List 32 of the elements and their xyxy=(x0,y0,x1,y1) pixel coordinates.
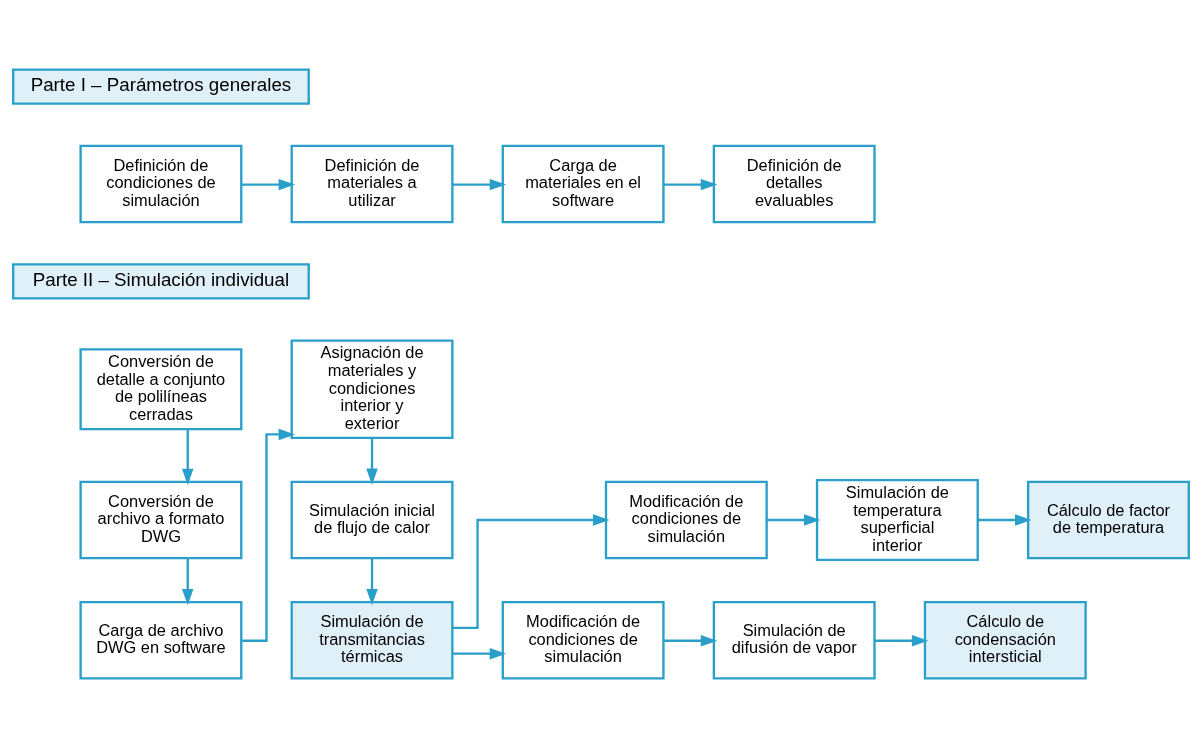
arrow xyxy=(181,558,194,606)
node-box: Carga de archivo DWG en software xyxy=(79,600,243,680)
arrow xyxy=(452,514,610,630)
node-box: Definición de detalles evaluables xyxy=(712,144,876,224)
node-box: Asignación de materiales y condiciones interior y exterior xyxy=(290,339,454,440)
node-box: Parte II – Simulación individual xyxy=(12,263,310,300)
arrow xyxy=(366,558,378,606)
arrow xyxy=(663,178,718,191)
arrow xyxy=(663,635,718,647)
node-box: Simulación de difusión de vapor xyxy=(712,600,876,680)
node-box: Cálculo de factor de temperatura xyxy=(1026,480,1190,560)
node-box: Simulación inicial de flujo de calor xyxy=(290,480,454,560)
arrow xyxy=(874,635,929,647)
node-box: Cálculo de condensación intersticial xyxy=(923,600,1087,680)
arrow xyxy=(766,514,821,526)
arrow xyxy=(181,429,194,486)
arrow xyxy=(452,178,507,191)
node-box: Simulación de temperatura superficial interior xyxy=(815,478,979,562)
arrow xyxy=(977,514,1032,526)
arrow xyxy=(241,178,296,191)
node-box: Carga de materiales en el software xyxy=(501,144,665,224)
arrow xyxy=(241,428,296,642)
node-box: Conversión de detalle a conjunto de polilíneas cerradas xyxy=(79,348,243,431)
node-box: Parte I – Parámetros generales xyxy=(12,68,310,105)
arrow xyxy=(452,647,507,660)
node-box: Definición de condiciones de simulación xyxy=(79,144,243,224)
node-box: Definición de materiales a utilizar xyxy=(290,144,454,224)
node-box: Simulación de transmitancias térmicas xyxy=(290,600,454,680)
node-box: Conversión de archivo a formato DWG xyxy=(79,480,243,560)
node-box: Modificación de condiciones de simulación xyxy=(501,600,665,680)
node-box: Modificación de condiciones de simulación xyxy=(604,480,768,560)
arrow xyxy=(366,437,378,486)
